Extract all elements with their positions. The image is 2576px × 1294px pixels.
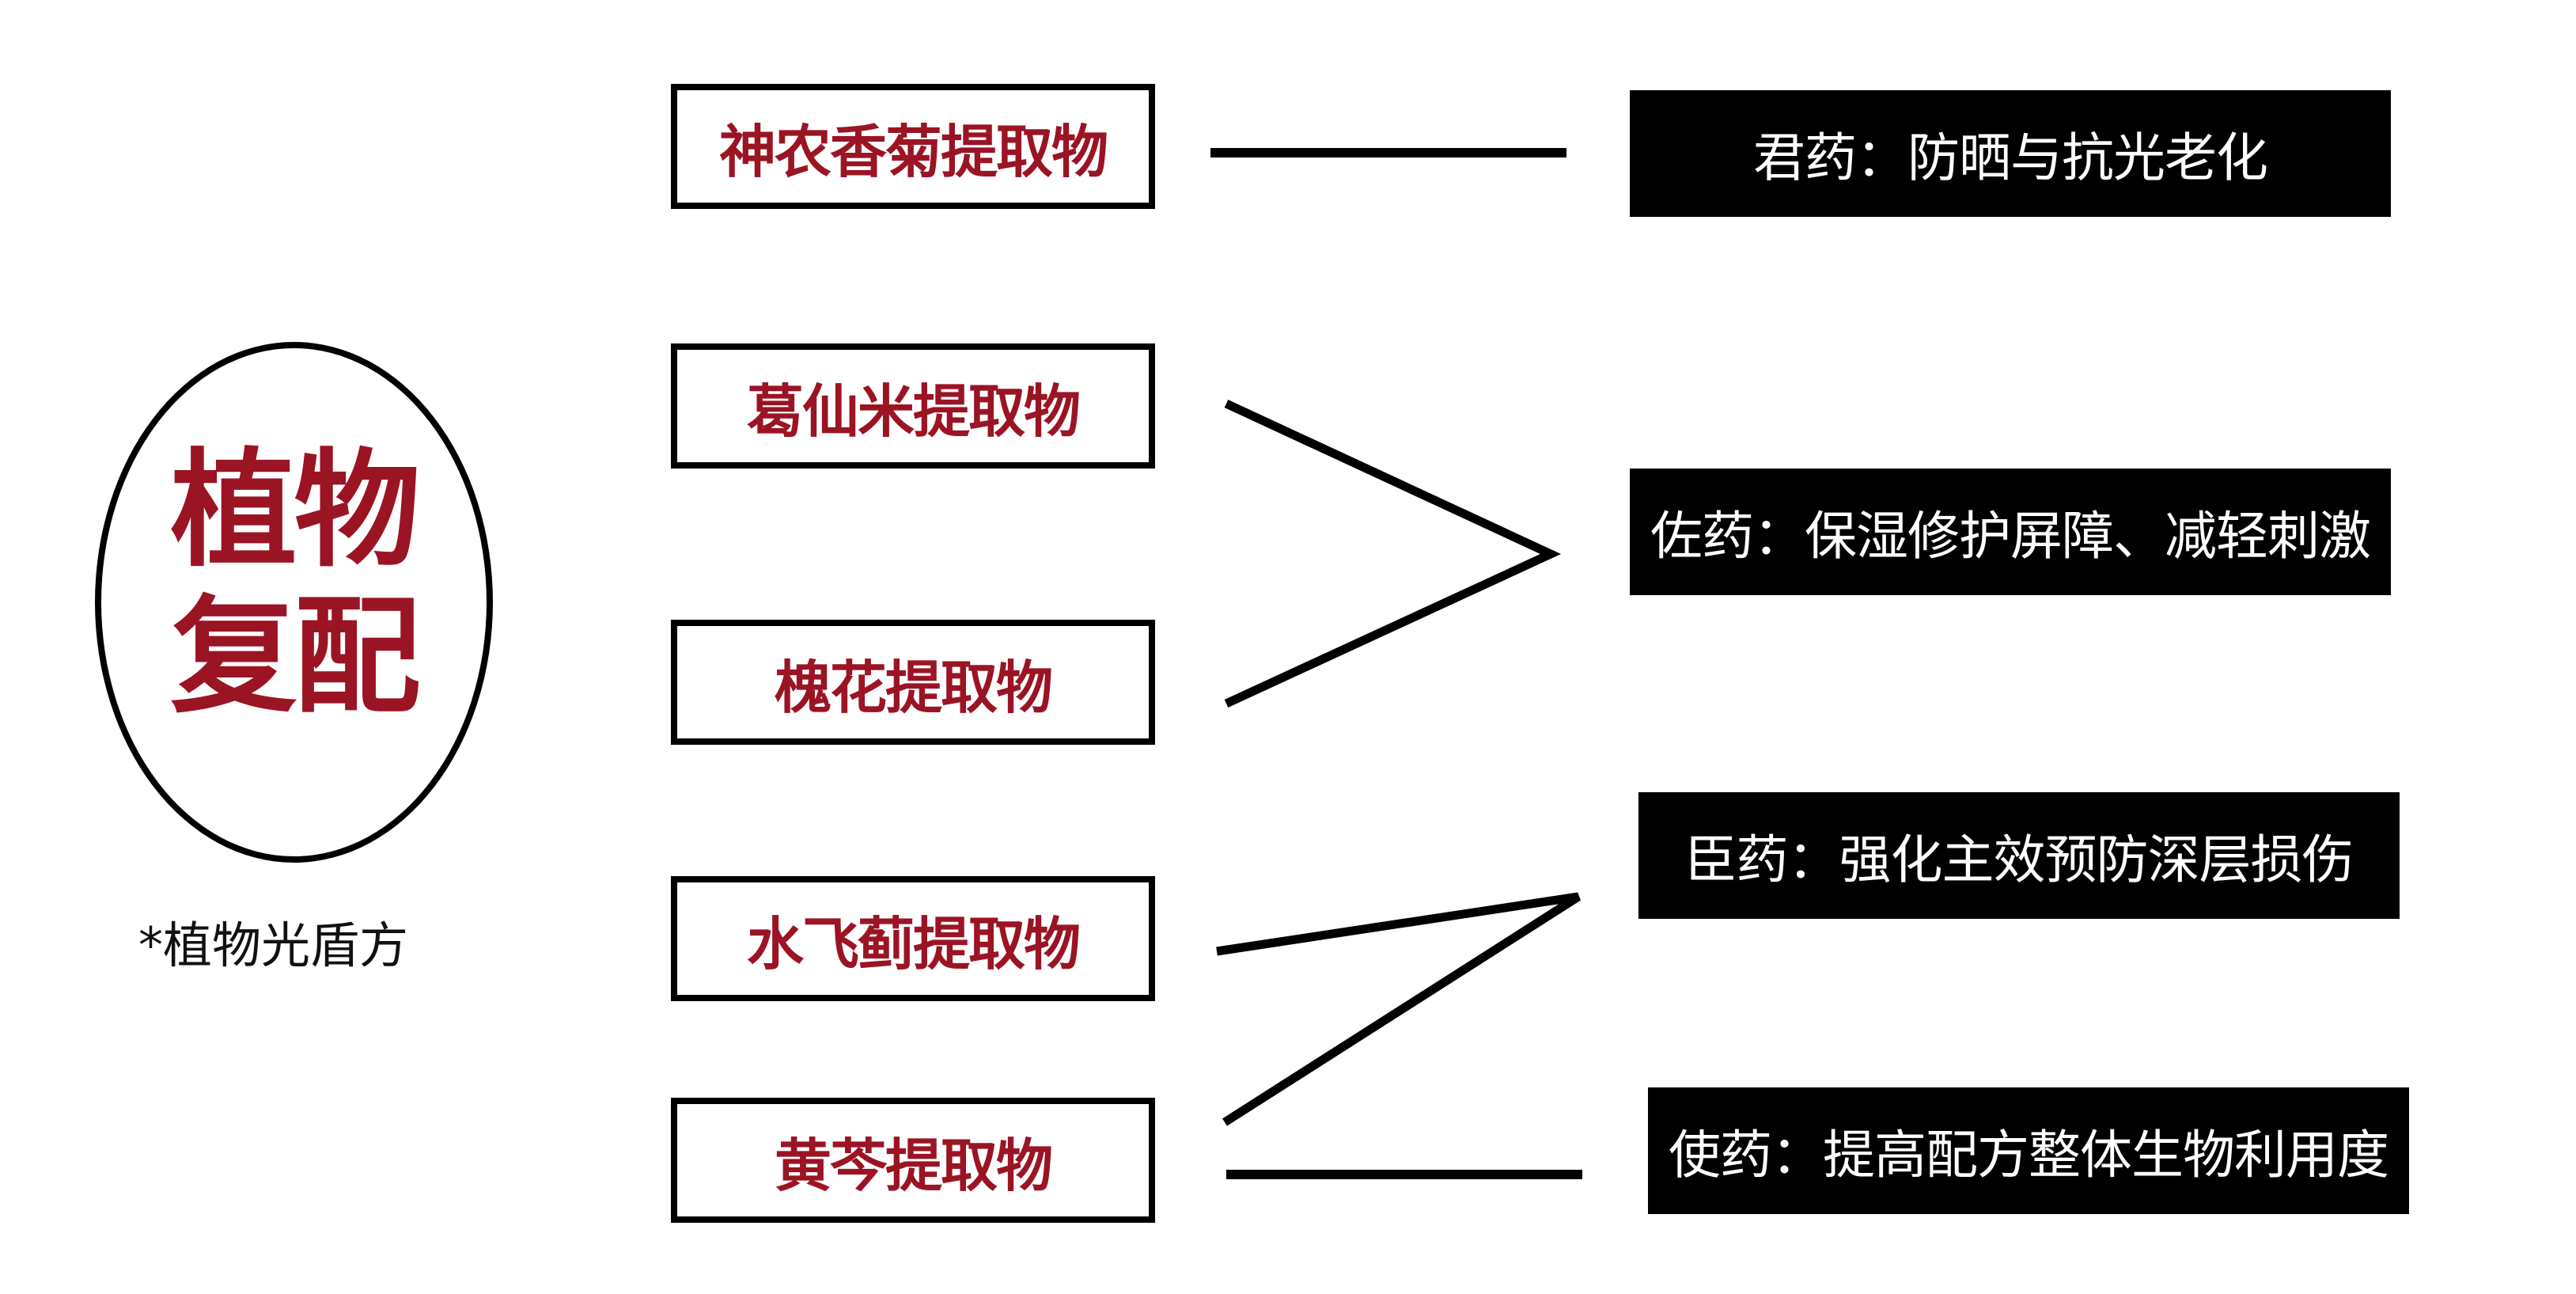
center-title-line-2: 复配 — [170, 582, 420, 730]
role-box-chen: 臣药：强化主效预防深层损伤 — [1638, 792, 2400, 919]
ingredient-box-gexianmi: 葛仙米提取物 — [671, 343, 1155, 469]
connector-chen — [1216, 892, 1581, 1126]
role-box-jun: 君药：防晒与抗光老化 — [1630, 90, 2391, 217]
ingredient-box-shuifeiji: 水飞蓟提取物 — [671, 876, 1155, 1001]
ingredient-label: 黄芩提取物 — [774, 1132, 1053, 1199]
ingredient-label: 槐花提取物 — [774, 654, 1053, 721]
ingredient-box-shennong-xiangju: 神农香菊提取物 — [671, 84, 1155, 209]
role-box-zuo: 佐药：保湿修护屏障、减轻刺激 — [1630, 469, 2391, 595]
role-label: 佐药：保湿修护屏障、减轻刺激 — [1650, 506, 2371, 567]
ingredient-label: 神农香菊提取物 — [718, 118, 1108, 185]
role-label: 使药：提高配方整体生物利用度 — [1669, 1125, 2389, 1186]
role-label: 君药：防晒与抗光老化 — [1753, 127, 2268, 188]
ingredient-label: 水飞蓟提取物 — [746, 910, 1081, 977]
connector-zuo — [1224, 400, 1562, 708]
ingredient-label: 葛仙米提取物 — [746, 378, 1081, 445]
role-label: 臣药：强化主效预防深层损伤 — [1684, 829, 2354, 890]
center-title-line-1: 植物 — [170, 436, 420, 584]
formula-note: *植物光盾方 — [138, 916, 409, 974]
center-ellipse — [95, 342, 493, 863]
ingredient-box-huangqin: 黄芩提取物 — [671, 1098, 1155, 1223]
role-box-shi: 使药：提高配方整体生物利用度 — [1648, 1087, 2409, 1214]
ingredient-box-huaihua: 槐花提取物 — [671, 620, 1155, 745]
